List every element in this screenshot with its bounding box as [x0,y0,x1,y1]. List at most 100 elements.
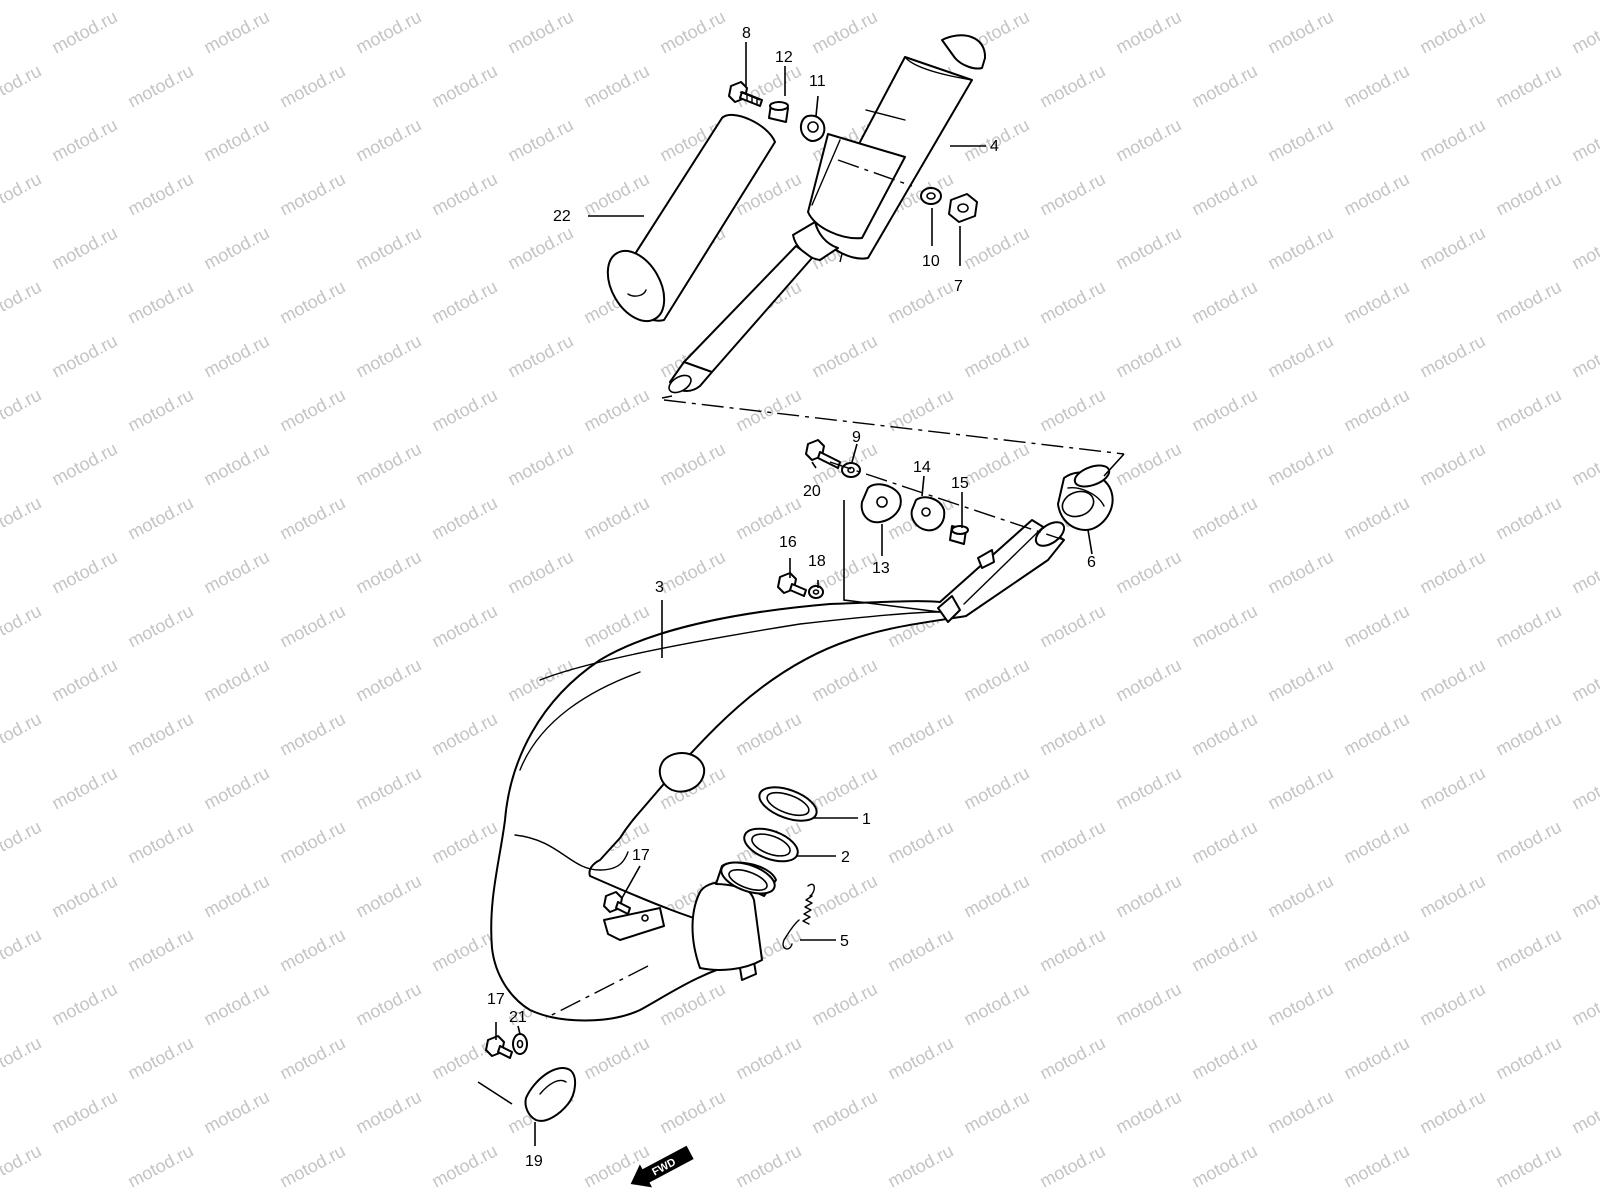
watermark-text: motod.ru [0,61,45,112]
watermark-text: motod.ru [0,385,45,436]
watermark-text: motod.ru [276,709,348,760]
watermark-text: motod.ru [504,547,576,598]
watermark-text: motod.ru [1188,1033,1260,1084]
watermark-text: motod.ru [48,223,120,274]
watermark-text: motod.ru [1188,709,1260,760]
watermark-text: motod.ru [1188,0,1260,4]
leader-lines [495,42,1093,1146]
expansion-chamber-part-3[interactable] [490,517,1068,1022]
callout-1: 1 [862,811,871,828]
bracket-part-13[interactable] [860,483,902,524]
watermark-text: motod.ru [504,1195,576,1200]
watermark-text: motod.ru [656,547,728,598]
watermark-text: motod.ru [428,817,500,868]
bolt-part-17-lower[interactable] [485,1035,513,1059]
watermark-text: motod.ru [1568,115,1600,166]
watermark-text: motod.ru [580,61,652,112]
watermark-text: motod.ru [428,601,500,652]
callout-18: 18 [808,553,826,570]
watermark-text: motod.ru [808,1087,880,1138]
bolt-part-8[interactable] [728,81,763,107]
watermark-text: motod.ru [1492,493,1564,544]
guard-part-19[interactable] [524,1067,576,1122]
watermark-text: motod.ru [276,817,348,868]
muffler-part-4[interactable] [666,34,987,396]
collar-part-15[interactable] [949,525,969,545]
watermark-text: motod.ru [48,1195,120,1200]
bolt-part-16[interactable] [777,572,807,597]
watermark-text: motod.ru [124,0,196,4]
watermark-text: motod.ru [1264,655,1336,706]
watermark-text: motod.ru [200,763,272,814]
watermark-text: motod.ru [884,385,956,436]
watermark-text: motod.ru [1264,979,1336,1030]
callout-17-upper: 17 [632,847,650,864]
watermark-text: motod.ru [1568,439,1600,490]
watermark-text: motod.ru [1492,1141,1564,1192]
gasket-part-2[interactable] [740,822,802,867]
grommet-part-11[interactable] [800,114,826,142]
watermark-text: motod.ru [1188,169,1260,220]
watermark-text: motod.ru [0,493,45,544]
watermark-text: motod.ru [0,601,45,652]
washer-part-21[interactable] [512,1033,528,1055]
watermark-text: motod.ru [1112,871,1184,922]
watermark-text: motod.ru [1340,385,1412,436]
watermark-text: motod.ru [808,1195,880,1200]
watermark-text: motod.ru [1492,169,1564,220]
watermark-text: motod.ru [1264,7,1336,58]
washer-part-9[interactable] [841,462,861,478]
watermark-text: motod.ru [1264,1195,1336,1200]
grommet-part-14[interactable] [910,496,946,532]
watermark-text: motod.ru [960,763,1032,814]
watermark-text: motod.ru [1112,1195,1184,1200]
watermark-text: motod.ru [48,871,120,922]
watermark-text: motod.ru [1568,1195,1600,1200]
watermark-text: motod.ru [1264,115,1336,166]
watermark-text: motod.ru [1568,655,1600,706]
spacer-part-12[interactable] [768,101,789,123]
nut-part-7[interactable] [948,193,978,223]
watermark-text: motod.ru [1340,709,1412,760]
watermark-text: motod.ru [0,1033,45,1084]
watermark-text: motod.ru [276,925,348,976]
washer-part-18[interactable] [808,585,824,599]
callout-17-lower: 17 [487,991,505,1008]
watermark-text: motod.ru [884,1141,956,1192]
assembly-lines [477,91,1125,1105]
watermark-text: motod.ru [1112,547,1184,598]
watermark-text: motod.ru [1340,925,1412,976]
watermark-text: motod.ru [200,871,272,922]
watermark-text: motod.ru [200,655,272,706]
gasket-part-1[interactable] [755,781,821,828]
watermark-text: motod.ru [428,1141,500,1192]
bolt-part-17-upper[interactable] [603,891,631,915]
watermark-text: motod.ru [656,1087,728,1138]
seal-part-6[interactable] [1057,461,1114,531]
heat-shield-part-22[interactable] [596,113,776,331]
watermark-text: motod.ru [276,0,348,4]
watermark-text: motod.ru [1036,385,1108,436]
watermark-text: motod.ru [200,7,272,58]
spring-part-5[interactable] [782,883,815,950]
watermark-text: motod.ru [48,439,120,490]
watermark-text: motod.ru [808,979,880,1030]
watermark-text: motod.ru [504,331,576,382]
watermark-text: motod.ru [48,331,120,382]
watermark-text: motod.ru [1036,601,1108,652]
watermark-text: motod.ru [1036,277,1108,328]
watermark-text: motod.ru [48,547,120,598]
watermark-text: motod.ru [1036,925,1108,976]
watermark-text: motod.ru [504,115,576,166]
watermark-text: motod.ru [504,7,576,58]
watermark-text: motod.ru [352,871,424,922]
watermark-text: motod.ru [1340,0,1412,4]
watermark-text: motod.ru [1340,1033,1412,1084]
watermark-text: motod.ru [352,655,424,706]
washer-part-10[interactable] [920,187,942,205]
watermark-text: motod.ru [1416,1087,1488,1138]
watermark-text: motod.ru [732,0,804,4]
watermark-text: motod.ru [124,493,196,544]
watermark-text: motod.ru [200,439,272,490]
